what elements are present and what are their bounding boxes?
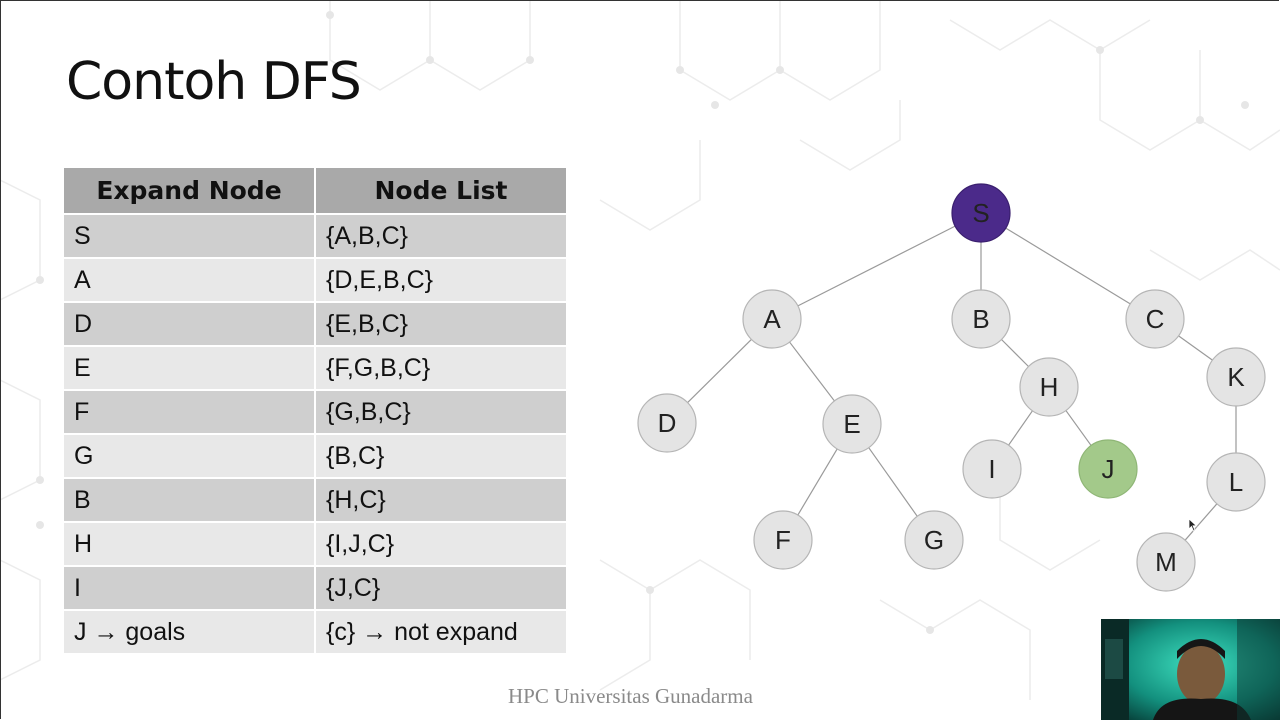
- column-header-node-list: Node List: [315, 168, 568, 215]
- node-list-cell: {I,J,C}: [315, 522, 568, 567]
- node-circle: [951, 183, 1011, 243]
- table-row: H{I,J,C}: [64, 522, 568, 567]
- slide-title: Contoh DFS: [66, 52, 362, 112]
- expand-node-cell: G: [64, 434, 316, 479]
- table-row: J → goals{c} → not expand: [64, 610, 568, 655]
- node-list-cell: {H,C}: [315, 478, 568, 523]
- presenter-video-icon: [1101, 619, 1280, 720]
- tree-node-b: B: [951, 289, 1011, 349]
- tree-node-l: L: [1206, 452, 1266, 512]
- tree-edge-a-e: [789, 341, 835, 402]
- tree-edge-a-d: [687, 338, 752, 404]
- mouse-cursor-icon: [1188, 518, 1198, 537]
- node-circle: [1078, 439, 1138, 499]
- node-list-cell: {c} → not expand: [315, 610, 568, 655]
- node-list-cell: {G,B,C}: [315, 390, 568, 435]
- table-row: G{B,C}: [64, 434, 568, 479]
- expand-node-cell: H: [64, 522, 316, 567]
- column-header-expand-node: Expand Node: [64, 168, 316, 215]
- node-circle: [822, 394, 882, 454]
- node-label: H: [1040, 372, 1059, 402]
- node-label: D: [658, 408, 677, 438]
- node-circle: [742, 289, 802, 349]
- expand-node-cell: B: [64, 478, 316, 523]
- expand-node-cell: E: [64, 346, 316, 391]
- expand-node-cell: J → goals: [64, 610, 316, 655]
- table-row: B{H,C}: [64, 478, 568, 523]
- tree-node-e: E: [822, 394, 882, 454]
- node-label: C: [1146, 304, 1165, 334]
- tree-node-d: D: [637, 393, 697, 453]
- node-label: K: [1227, 362, 1245, 392]
- node-label: E: [843, 409, 860, 439]
- node-list-cell: {B,C}: [315, 434, 568, 479]
- tree-node-c: C: [1125, 289, 1185, 349]
- table-row: D{E,B,C}: [64, 302, 568, 347]
- tree-edge-s-a: [797, 225, 956, 307]
- dfs-table: Expand Node Node List S{A,B,C} A{D,E,B,C…: [64, 168, 568, 655]
- node-label: G: [924, 525, 944, 555]
- tree-edge-b-h: [1001, 339, 1029, 367]
- tree-node-f: F: [753, 510, 813, 570]
- table-row: E{F,G,B,C}: [64, 346, 568, 391]
- node-list-cell: {E,B,C}: [315, 302, 568, 347]
- tree-node-a: A: [742, 289, 802, 349]
- node-label: M: [1155, 547, 1177, 577]
- node-list-cell: {F,G,B,C}: [315, 346, 568, 391]
- node-list-cell: {A,B,C}: [315, 214, 568, 259]
- node-circle: [1206, 347, 1266, 407]
- node-list-cell: {J,C}: [315, 566, 568, 611]
- tree-edge-h-i: [1008, 410, 1033, 446]
- tree-edge-s-c: [1005, 227, 1131, 305]
- node-label: S: [972, 198, 989, 228]
- expand-node-cell: A: [64, 258, 316, 303]
- table-row: S{A,B,C}: [64, 214, 568, 259]
- tree-edge-e-g: [868, 447, 918, 517]
- node-circle: [1125, 289, 1185, 349]
- footer-text: HPC Universitas Gunadarma: [508, 684, 753, 708]
- node-label: A: [763, 304, 781, 334]
- tree-node-m: M: [1136, 532, 1196, 592]
- tree-node-j: J: [1078, 439, 1138, 499]
- table-row: A{D,E,B,C}: [64, 258, 568, 303]
- webcam-overlay: [1101, 619, 1280, 720]
- node-list-cell: {D,E,B,C}: [315, 258, 568, 303]
- node-circle: [753, 510, 813, 570]
- expand-node-cell: I: [64, 566, 316, 611]
- node-circle: [1136, 532, 1196, 592]
- tree-node-i: I: [962, 439, 1022, 499]
- tree-node-k: K: [1206, 347, 1266, 407]
- node-label: F: [775, 525, 791, 555]
- node-circle: [962, 439, 1022, 499]
- node-circle: [1019, 357, 1079, 417]
- table-header-row: Expand Node Node List: [64, 168, 568, 215]
- tree-node-s: S: [951, 183, 1011, 243]
- tree-edge-h-j: [1065, 410, 1092, 446]
- node-circle: [904, 510, 964, 570]
- node-circle: [1206, 452, 1266, 512]
- tree-edge-e-f: [797, 448, 838, 516]
- expand-node-cell: D: [64, 302, 316, 347]
- table-row: F{G,B,C}: [64, 390, 568, 435]
- tree-node-g: G: [904, 510, 964, 570]
- tree-node-h: H: [1019, 357, 1079, 417]
- node-label: I: [988, 454, 995, 484]
- node-circle: [951, 289, 1011, 349]
- tree-edge-c-k: [1178, 335, 1213, 361]
- expand-node-cell: F: [64, 390, 316, 435]
- tree-edge-l-m: [1184, 503, 1218, 541]
- node-circle: [637, 393, 697, 453]
- node-label: L: [1229, 467, 1243, 497]
- node-label: B: [972, 304, 989, 334]
- table-row: I{J,C}: [64, 566, 568, 611]
- expand-node-cell: S: [64, 214, 316, 259]
- node-label: J: [1102, 454, 1115, 484]
